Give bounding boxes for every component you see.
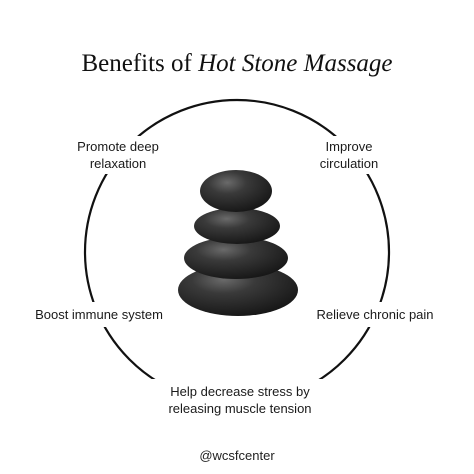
- benefit-line: Help decrease stress by: [170, 384, 310, 399]
- benefit-circulation: Improve circulation: [306, 136, 392, 174]
- social-handle: @wcsfcenter: [199, 448, 275, 463]
- benefit-line: Boost immune system: [35, 307, 163, 322]
- benefit-relaxation: Promote deep relaxation: [62, 136, 174, 174]
- stone-second: [194, 208, 280, 244]
- stone-top: [200, 170, 272, 212]
- benefit-line: circulation: [319, 156, 379, 171]
- stone-third: [184, 237, 288, 279]
- stacked-stones-image: [178, 170, 298, 316]
- benefit-immune-system: Boost immune system: [18, 302, 180, 327]
- benefit-chronic-pain: Relieve chronic pain: [300, 302, 450, 327]
- title-emphasis: Hot Stone Massage: [198, 50, 393, 77]
- benefit-line: Improve: [325, 139, 373, 154]
- benefit-stress-relief: Help decrease stress by releasing muscle…: [146, 379, 334, 421]
- stone-bottom: [178, 264, 298, 316]
- benefit-line: relaxation: [89, 156, 147, 171]
- benefit-line: Promote deep: [77, 139, 159, 154]
- benefit-line: Relieve chronic pain: [316, 307, 434, 322]
- benefit-line: releasing muscle tension: [168, 401, 312, 416]
- title-prefix: Benefits of: [81, 50, 199, 77]
- page-title: Benefits of Hot Stone Massage: [0, 49, 474, 79]
